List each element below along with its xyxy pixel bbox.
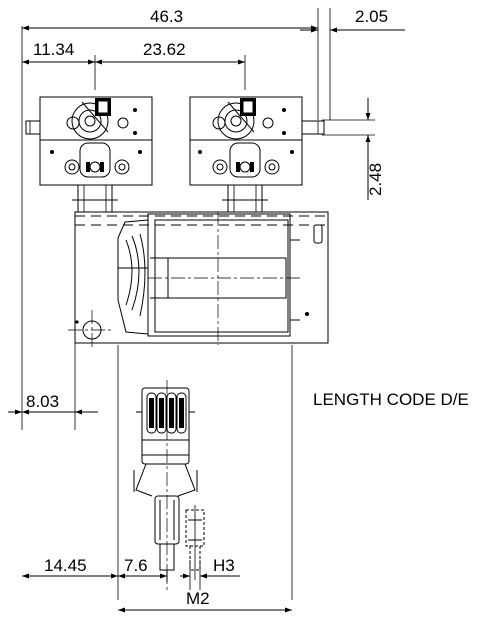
dim-left-to-axis-label: 11.34 [33,40,74,59]
dim-overall-width-label: 46.3 [150,7,183,26]
dim-axis-spacing: 11.34 23.62 [22,40,246,90]
dim-bottom-left-label: 14.45 [44,556,87,575]
dim-right-offset-label: 2.05 [355,7,388,26]
dim-left-lower-label: 8.03 [26,392,59,411]
actuator-right [189,96,325,213]
dim-shaft-height: 2.48 [322,98,385,200]
dim-bottom-h3-label: H3 [213,556,235,575]
actuator-left [25,96,153,213]
dim-m2-label: M2 [186,589,210,608]
dim-left-lower: 8.03 [8,343,98,430]
dim-overall-width: 46.3 [21,7,319,430]
dim-m2: M2 [118,589,292,613]
dim-bottom-mid-label: 7.6 [124,556,148,575]
dim-shaft-height-label: 2.48 [366,163,385,196]
valve-body [68,211,329,350]
dim-right-offset: 2.05 [300,7,405,120]
dim-bottom-row: 14.45 7.6 H3 [22,556,240,590]
dim-axis-spacing-label: 23.62 [143,40,186,59]
length-code-note: LENGTH CODE D/E [313,390,469,409]
